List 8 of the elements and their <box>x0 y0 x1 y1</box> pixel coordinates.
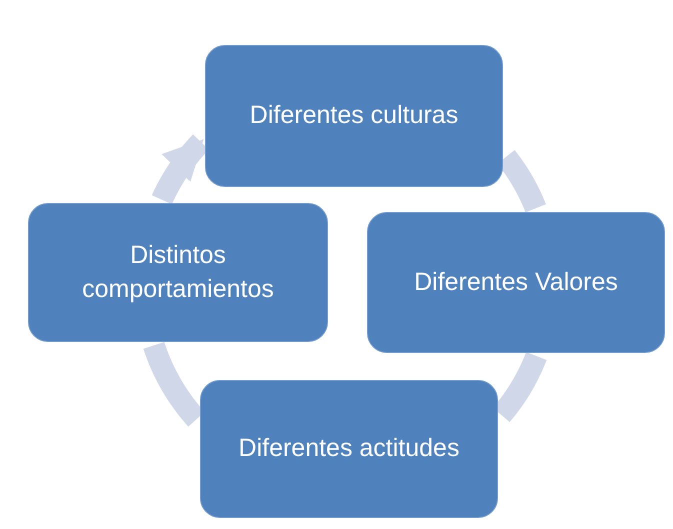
box-label: Diferentes culturas <box>250 100 458 132</box>
box-label: Diferentes Valores <box>414 266 618 298</box>
process-box <box>28 203 328 342</box>
box-label: Diferentes actitudes <box>238 433 460 464</box>
box-label: Distintos comportamientos <box>81 240 275 304</box>
process-box <box>205 45 503 187</box>
process-box <box>200 380 498 518</box>
process-box <box>367 212 665 353</box>
